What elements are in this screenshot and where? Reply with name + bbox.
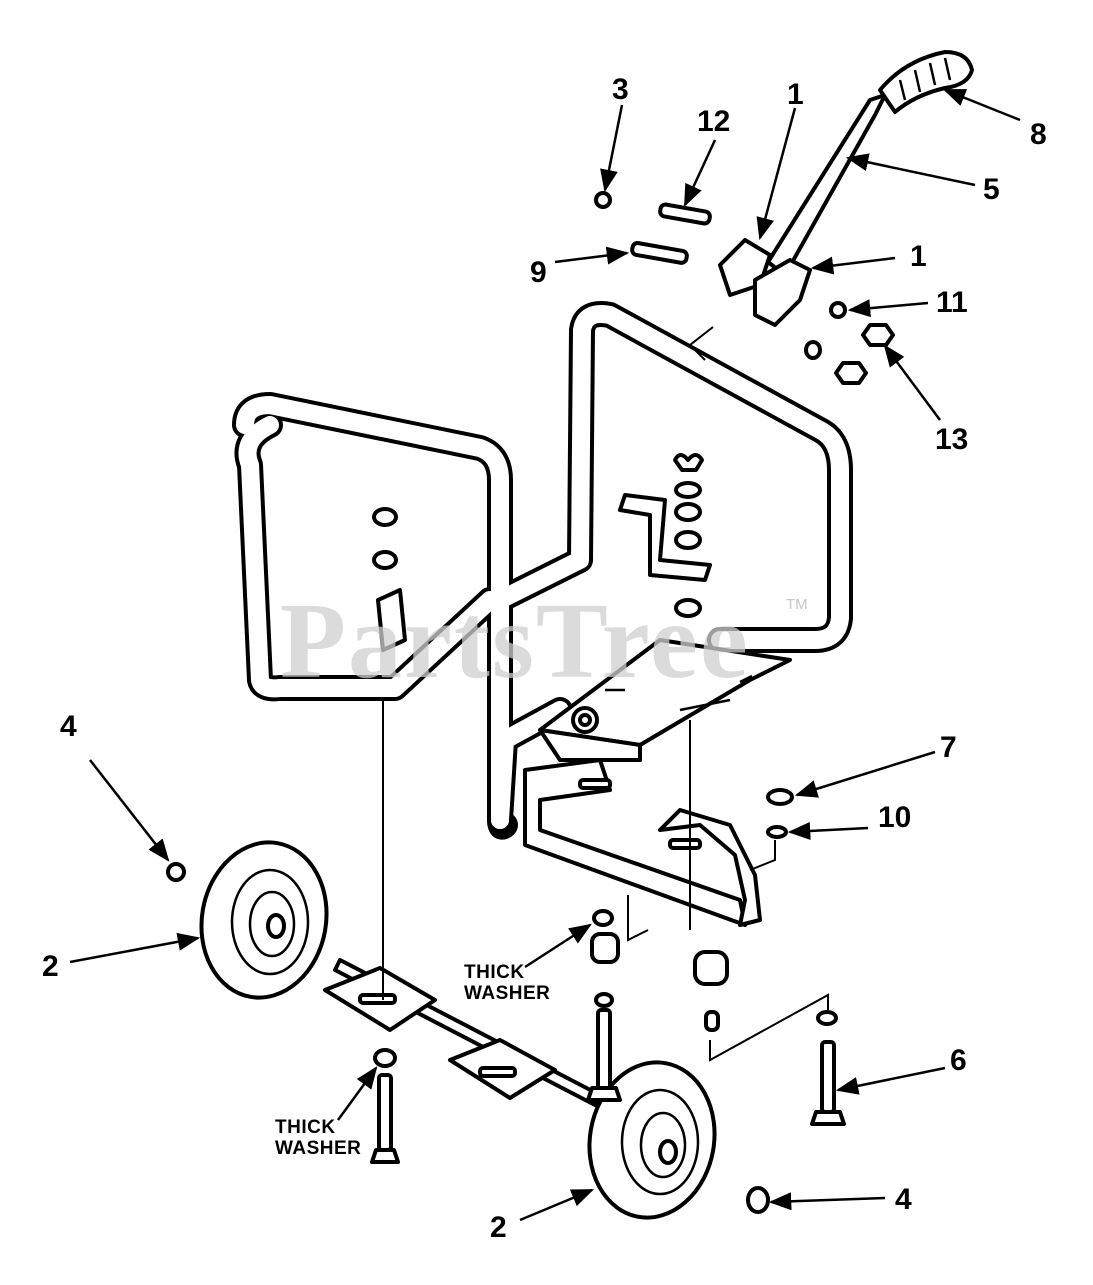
callout-11: 11 <box>936 286 968 319</box>
axle-assembly <box>323 958 602 1107</box>
leader-lines <box>69 88 1021 1222</box>
note-line: WASHER <box>275 1137 362 1159</box>
hardware <box>166 788 846 1214</box>
callout-4-right: 4 <box>895 1183 912 1216</box>
callout-4-left: 4 <box>60 710 77 743</box>
u-bracket <box>523 758 762 927</box>
watermark: PartsTree <box>280 582 750 701</box>
center-bracket <box>618 453 712 618</box>
trademark-mark: TM <box>786 596 808 613</box>
callout-13: 13 <box>935 423 969 456</box>
mount-plate <box>538 638 792 762</box>
handle-assembly <box>594 50 974 385</box>
callout-1-right: 1 <box>910 240 927 273</box>
assembly-lines <box>382 700 829 1062</box>
callout-10: 10 <box>878 801 912 834</box>
left-washer-stack <box>372 507 398 570</box>
callout-5: 5 <box>983 173 1000 206</box>
callout-2-left: 2 <box>42 950 59 983</box>
callout-8: 8 <box>1030 118 1047 151</box>
callout-9: 9 <box>530 256 547 289</box>
side-bracket <box>376 588 407 652</box>
callout-7: 7 <box>940 731 957 764</box>
note-line: WASHER <box>464 982 551 1004</box>
note-line: THICK <box>275 1117 336 1138</box>
callout-6: 6 <box>950 1044 967 1077</box>
frame <box>232 301 853 840</box>
thick-washer-note-lower: THICK WASHER <box>275 1117 362 1160</box>
callout-2-bottom: 2 <box>490 1211 507 1244</box>
thick-washer-note-upper: THICK WASHER <box>464 962 551 1005</box>
callout-3: 3 <box>612 73 629 106</box>
callout-12: 12 <box>697 105 731 138</box>
note-line: THICK <box>464 962 525 983</box>
callout-1-top: 1 <box>787 78 804 111</box>
wheel-left <box>199 840 329 1000</box>
